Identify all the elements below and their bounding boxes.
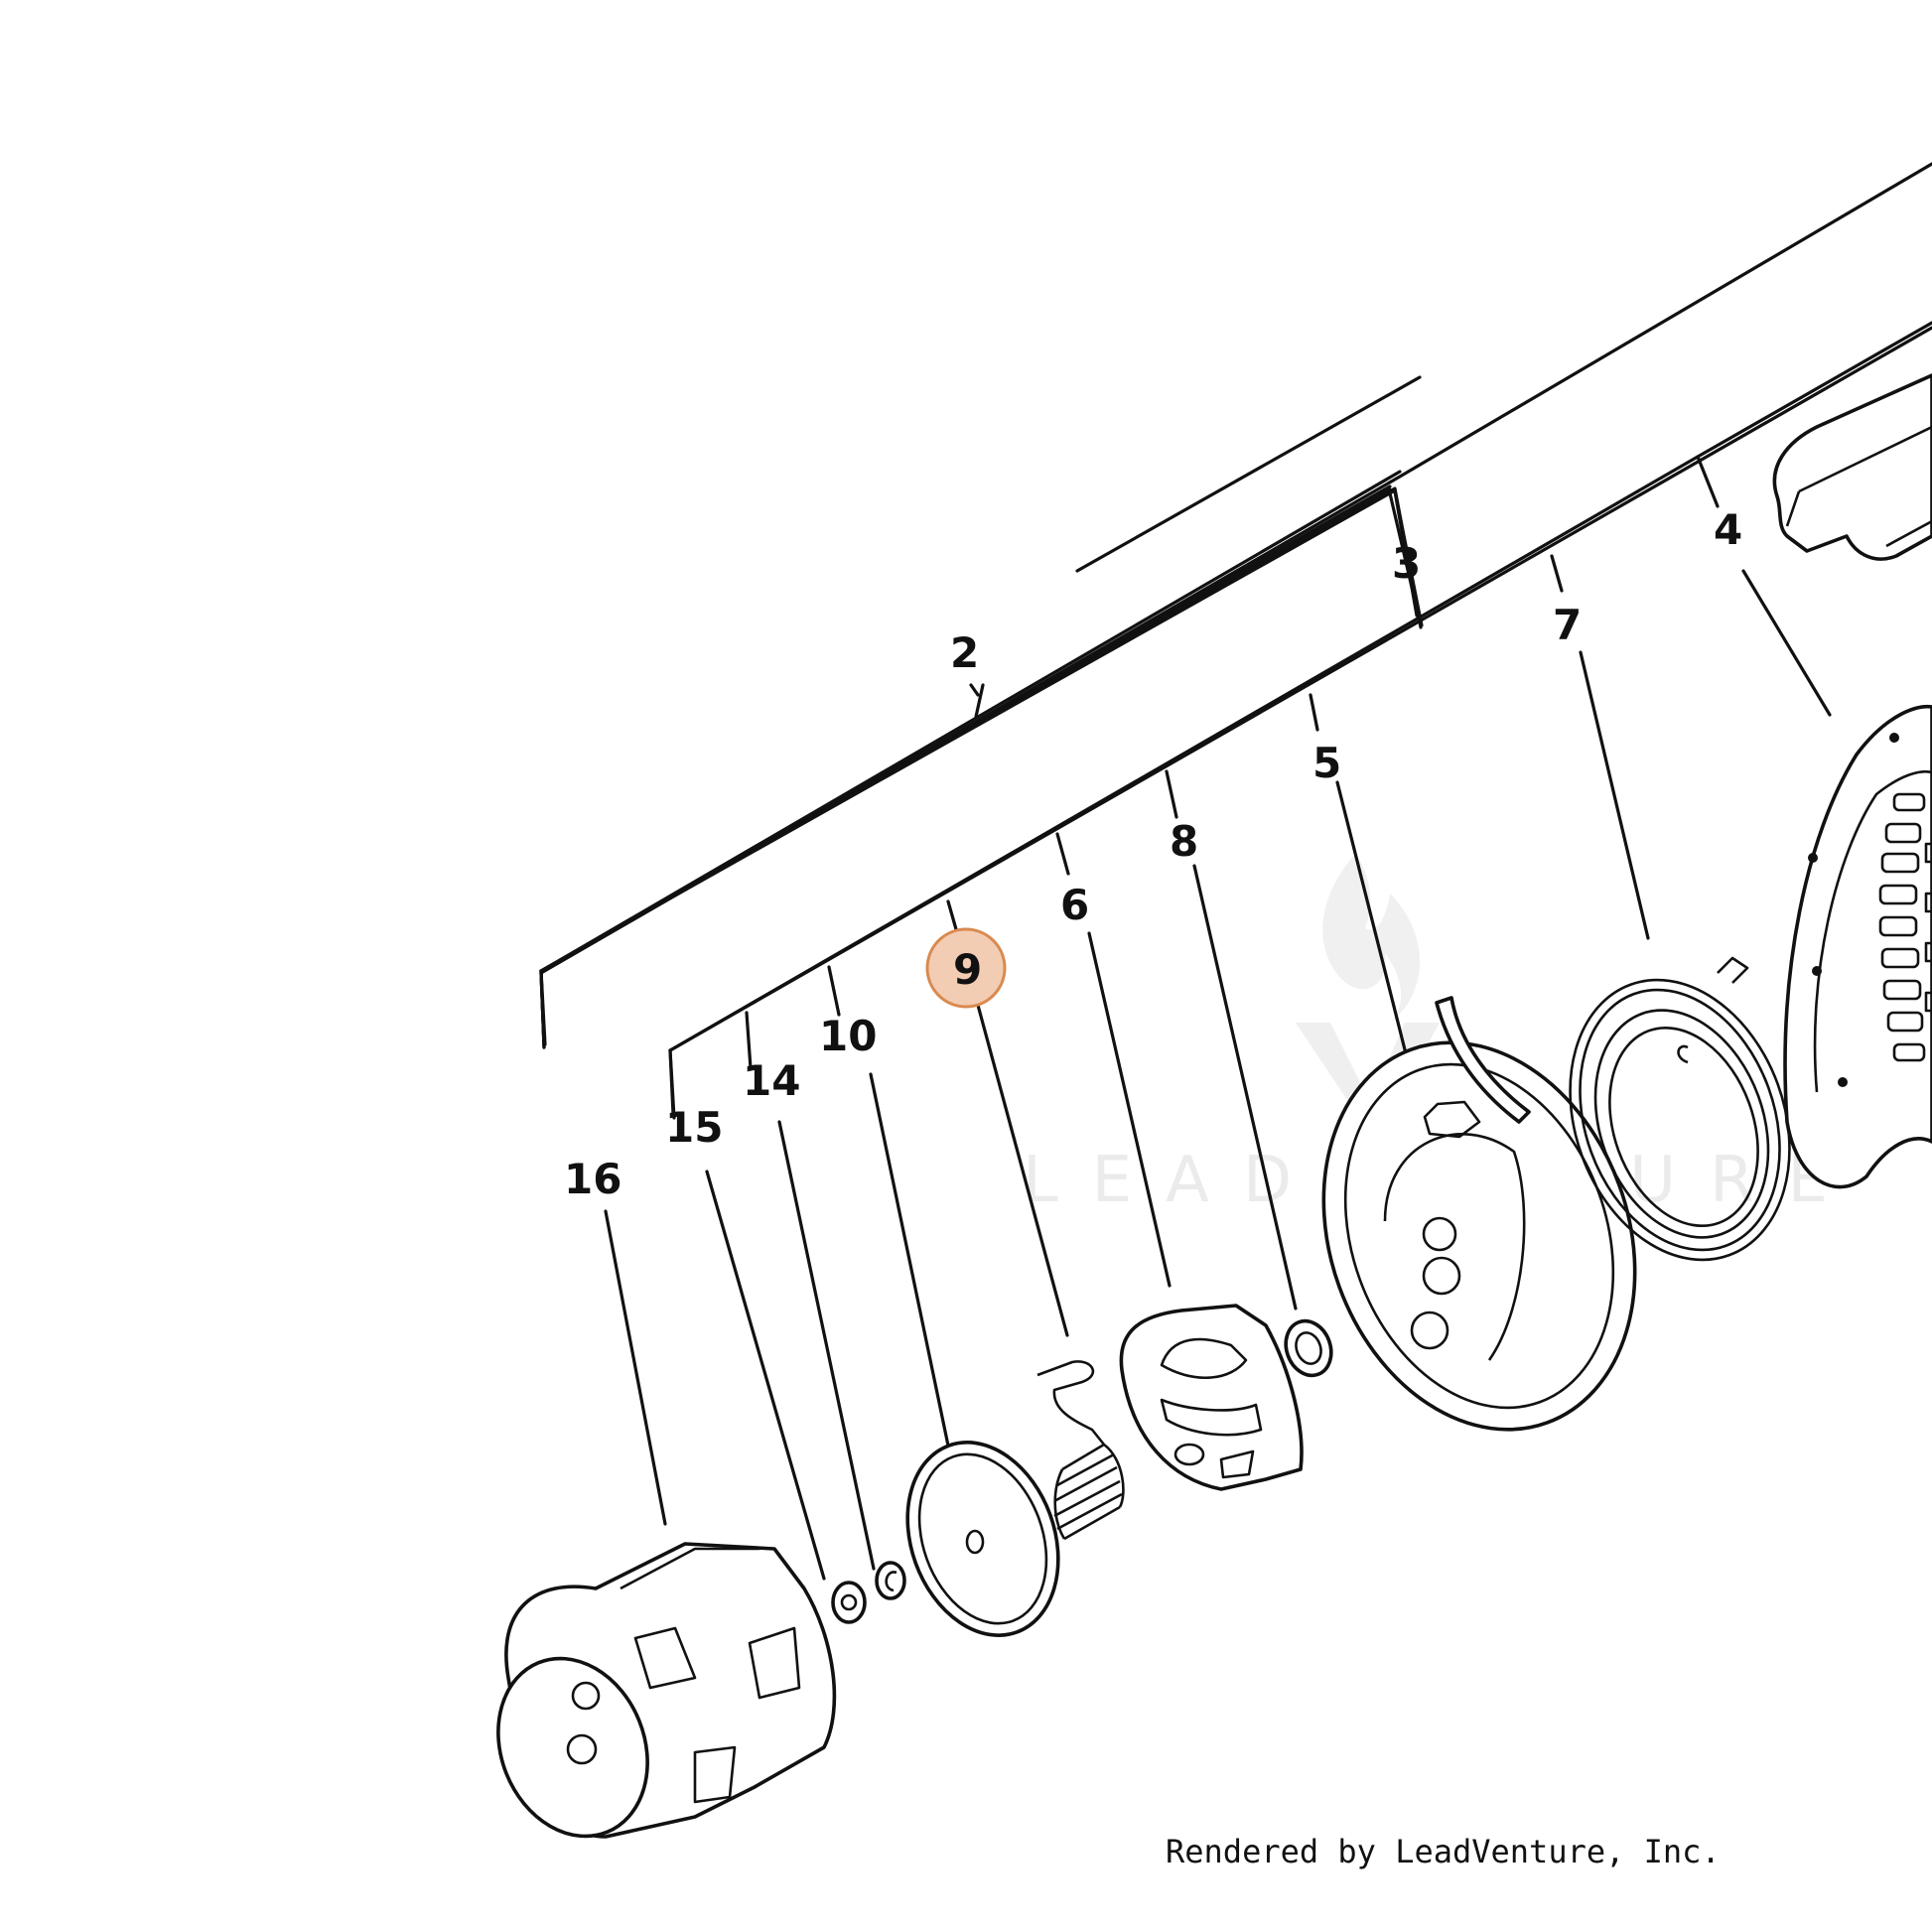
part-ratchet — [1119, 1304, 1304, 1491]
callout-8[interactable]: 8 — [1170, 817, 1198, 866]
callout-15[interactable]: 15 — [665, 1103, 723, 1152]
callout-10[interactable]: 10 — [819, 1012, 877, 1060]
part-handle — [1772, 373, 1932, 561]
part-reel — [1321, 996, 1637, 1432]
part-nut — [831, 1581, 867, 1624]
callout-5[interactable]: 5 — [1312, 739, 1341, 787]
part-washer-small — [875, 1561, 906, 1600]
callout-9[interactable]: 9 — [953, 945, 982, 994]
callout-4[interactable]: 4 — [1714, 505, 1742, 554]
watermark-flame-icon — [1322, 854, 1420, 1023]
callout-9-highlight[interactable] — [925, 927, 1007, 1009]
part-washer — [1284, 1318, 1333, 1378]
leader-system — [539, 326, 1932, 1116]
part-housing — [1783, 704, 1932, 1189]
part-friction-plate — [905, 1441, 1060, 1637]
part-recoil-spring — [1569, 956, 1791, 1262]
part-starter-cup — [496, 1542, 837, 1839]
callout-6[interactable]: 6 — [1060, 881, 1089, 929]
render-credit: Rendered by LeadVenture, Inc. — [1166, 1833, 1721, 1870]
leader-lines — [539, 162, 1932, 1049]
callout-7[interactable]: 7 — [1553, 601, 1582, 649]
callout-14[interactable]: 14 — [743, 1056, 800, 1105]
part-spring — [1036, 1360, 1125, 1541]
callout-16[interactable]: 16 — [564, 1155, 621, 1203]
callout-labels: 2 3 4 5 6 7 8 9 10 14 15 16 — [564, 505, 1742, 1203]
housing-vents — [1878, 792, 1932, 1062]
callout-2[interactable]: 2 — [950, 628, 979, 677]
callout-3[interactable]: 3 — [1392, 539, 1421, 588]
